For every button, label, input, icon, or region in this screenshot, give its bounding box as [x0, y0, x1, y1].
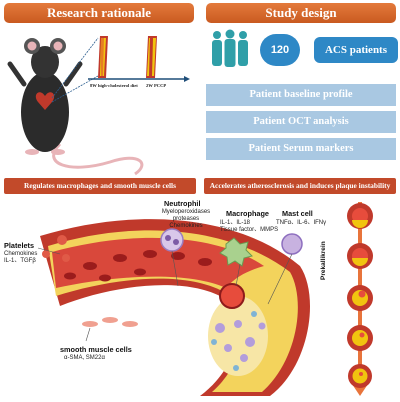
platelets-title: Platelets — [4, 241, 35, 250]
left-band: Regulates macrophages and smooth muscle … — [4, 178, 196, 194]
cross-section-2 — [347, 243, 373, 269]
macrophage-line-1: IL-1、IL-18 — [220, 220, 251, 226]
macrophage-cluster — [219, 283, 245, 309]
mast-cell-title: Mast cell — [282, 209, 313, 218]
neutrophil-line-1: Myeloperoxidases — [161, 209, 211, 215]
prekallikrein-label: Prekallikrein — [320, 241, 327, 280]
research-rationale-header: Research rationale — [4, 3, 194, 23]
patients-group-icon — [212, 29, 248, 67]
neutrophil-title: Neutrophil — [164, 199, 201, 208]
neutrophil-markers: Myeloperoxidases proteases Chemokines — [156, 209, 216, 230]
neutrophil-icon — [160, 228, 184, 252]
platelets-line-2: IL-1、TGFβ — [4, 258, 36, 264]
cross-section-5 — [348, 364, 372, 388]
macrophage-icon — [219, 237, 253, 267]
serum-markers-box: Patient Serum markers — [206, 138, 396, 160]
plaque-core — [208, 296, 268, 376]
macrophage-title: Macrophage — [226, 209, 269, 218]
cross-section-1 — [347, 203, 373, 229]
smooth-muscle-cell-icons — [82, 317, 138, 327]
cross-section-4 — [347, 325, 373, 351]
diet-label: 8W high-cholesterol diet — [90, 83, 138, 88]
mast-cell-line-1: TNFα、IL-6、IFNγ — [276, 220, 327, 226]
mouse-body — [21, 72, 69, 152]
macrophage-markers: IL-1、IL-18 Tissue factor、MMPS — [220, 220, 278, 234]
plaque-cells — [215, 320, 266, 362]
mouse-tail — [52, 142, 144, 176]
pcc-label: 2W PCCP — [146, 83, 167, 88]
mast-cell-icon — [281, 233, 303, 255]
smooth-muscle-markers: α-SMA, SM22α — [64, 355, 105, 362]
baseline-profile-box: Patient baseline profile — [206, 84, 396, 106]
macrophage-line-2: Tissue factor、MMPS — [220, 227, 279, 233]
mouse-head — [31, 46, 59, 78]
heart-icon — [35, 92, 55, 110]
red-blood-cells — [64, 250, 212, 282]
platelet-icons — [42, 235, 70, 262]
neutrophil-line-2: proteases — [172, 216, 200, 222]
platelets-line-1: Chemokines — [4, 251, 38, 257]
mast-cell-markers: TNFα、IL-6、IFNγ — [276, 220, 326, 227]
smooth-muscle-title: smooth muscle cells — [60, 345, 132, 354]
right-band: Accelerates atherosclerosis and induces … — [204, 178, 396, 194]
plaque-progression-column — [347, 202, 373, 396]
study-design-header: Study design — [206, 3, 396, 23]
artery-illustration — [37, 219, 310, 396]
smooth-muscle-line-1: α-SMA, SM22α — [64, 355, 105, 361]
patient-count-badge: 120 — [260, 34, 300, 66]
platelets-markers: Chemokines IL-1、TGFβ — [4, 251, 37, 265]
neutrophil-line-3: Chemokines — [169, 223, 203, 229]
acs-patients-badge: ACS patients — [314, 37, 398, 63]
mouse-model-illustration — [7, 36, 190, 176]
cross-section-3 — [347, 285, 373, 311]
oct-analysis-box: Patient OCT analysis — [206, 111, 396, 133]
